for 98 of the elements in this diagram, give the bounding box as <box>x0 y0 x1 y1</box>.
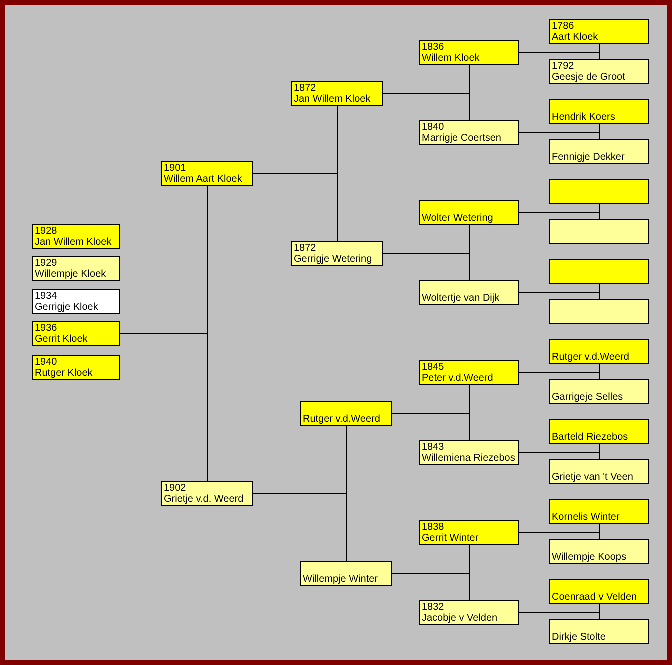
person-box <box>291 241 383 266</box>
person-name: Grietje v.d. Weerd <box>164 494 245 505</box>
birth-year: 1902 <box>164 483 188 494</box>
person-box <box>549 339 649 364</box>
person-name: Coenraad v Velden <box>552 592 638 603</box>
birth-year: 1838 <box>422 522 446 533</box>
birth-year: 1901 <box>164 163 188 174</box>
connector-line <box>120 333 208 482</box>
birth-year: 1836 <box>422 42 446 53</box>
empty-person-box <box>549 259 649 284</box>
person-name: Rutger Kloek <box>35 368 94 379</box>
birth-year: 1845 <box>422 362 446 373</box>
connector-line <box>382 93 470 120</box>
birth-year: 1872 <box>294 243 318 254</box>
person-box <box>161 161 253 186</box>
connector-line <box>518 532 600 540</box>
person-box <box>549 579 649 604</box>
person-box <box>549 419 649 444</box>
person-box <box>549 539 649 564</box>
person-box <box>32 289 120 314</box>
connector-line <box>518 132 600 140</box>
person-name: Jacobje v Velden <box>422 613 499 624</box>
person-name: Jan Willem Kloek <box>35 237 113 248</box>
connector-line <box>518 452 600 460</box>
person-name: Dirkje Stolte <box>552 632 607 643</box>
person-box <box>32 355 120 380</box>
person-box <box>32 321 120 346</box>
person-name: Rutger v.d.Weerd <box>303 414 382 425</box>
person-name: Willem Kloek <box>422 53 481 64</box>
person-name: Wolter Wetering <box>422 213 494 224</box>
person-name: Jan Willem Kloek <box>294 94 372 105</box>
person-box <box>419 440 519 465</box>
birth-year: 1786 <box>552 21 576 32</box>
person-name: Willemiena Riezebos <box>422 453 516 464</box>
person-box <box>549 379 649 404</box>
person-name: Marrigje Coertsen <box>422 133 502 144</box>
birth-year: 1840 <box>422 122 446 133</box>
birth-year: 1929 <box>35 258 58 269</box>
person-box <box>419 40 519 65</box>
person-box <box>300 401 392 426</box>
person-name: Woltertje van Dijk <box>422 293 501 304</box>
person-box <box>419 200 519 225</box>
person-box <box>32 256 120 281</box>
connector-line <box>252 173 338 242</box>
birth-year: 1936 <box>35 323 58 334</box>
person-box <box>419 600 519 625</box>
person-box <box>549 19 649 44</box>
person-name: Gerrit Winter <box>422 533 480 544</box>
person-name: Aart Kloek <box>552 32 600 43</box>
person-box <box>32 224 120 249</box>
birth-year: 1934 <box>35 291 58 302</box>
person-box <box>291 81 383 106</box>
person-box <box>419 520 519 545</box>
birth-year: 1940 <box>35 357 58 368</box>
person-name: Willempje Winter <box>303 574 380 585</box>
person-box <box>549 499 649 524</box>
person-name: Garrigeje Selles <box>552 392 624 403</box>
person-name: Hendrik Koers <box>552 112 616 123</box>
birth-year: 1832 <box>422 602 446 613</box>
connector-line <box>518 52 600 60</box>
person-name: Kornelis Winter <box>552 512 621 523</box>
person-box <box>419 120 519 145</box>
person-box <box>549 459 649 484</box>
person-name: Gerrit Kloek <box>35 334 89 345</box>
connector-line <box>518 212 600 220</box>
person-box <box>549 99 649 124</box>
person-name: Barteld Riezebos <box>552 432 630 443</box>
connector-line <box>518 372 600 380</box>
person-box <box>300 561 392 586</box>
person-name: Rutger v.d.Weerd <box>552 352 630 363</box>
person-name: Peter v.d.Weerd <box>422 373 494 384</box>
person-name: Gerrigje Wetering <box>294 254 374 265</box>
empty-person-box <box>549 219 649 244</box>
empty-person-box <box>549 299 649 324</box>
person-box <box>419 280 519 305</box>
person-box <box>549 139 649 164</box>
connector-line <box>382 253 470 280</box>
birth-year: 1928 <box>35 226 58 237</box>
connector-line <box>392 573 470 600</box>
connector-line <box>518 292 600 300</box>
person-name: Geesje de Groot <box>552 72 626 83</box>
birth-year: 1792 <box>552 61 576 72</box>
connector-line <box>518 612 600 620</box>
birth-year: 1843 <box>422 442 446 453</box>
connector-line <box>252 493 347 562</box>
empty-person-box <box>549 179 649 204</box>
person-box <box>419 360 519 385</box>
person-box <box>549 59 649 84</box>
person-name: Willempje Koops <box>552 552 628 563</box>
person-box <box>549 619 649 644</box>
connector-line <box>392 413 470 440</box>
birth-year: 1872 <box>294 83 318 94</box>
person-name: Willem Aart Kloek <box>164 174 244 185</box>
person-box <box>161 481 253 506</box>
person-name: Fennigje Dekker <box>552 152 626 163</box>
person-name: Willempje Kloek <box>35 269 108 280</box>
person-name: Grietje van 't Veen <box>552 472 634 483</box>
person-name: Gerrigje Kloek <box>35 302 100 313</box>
